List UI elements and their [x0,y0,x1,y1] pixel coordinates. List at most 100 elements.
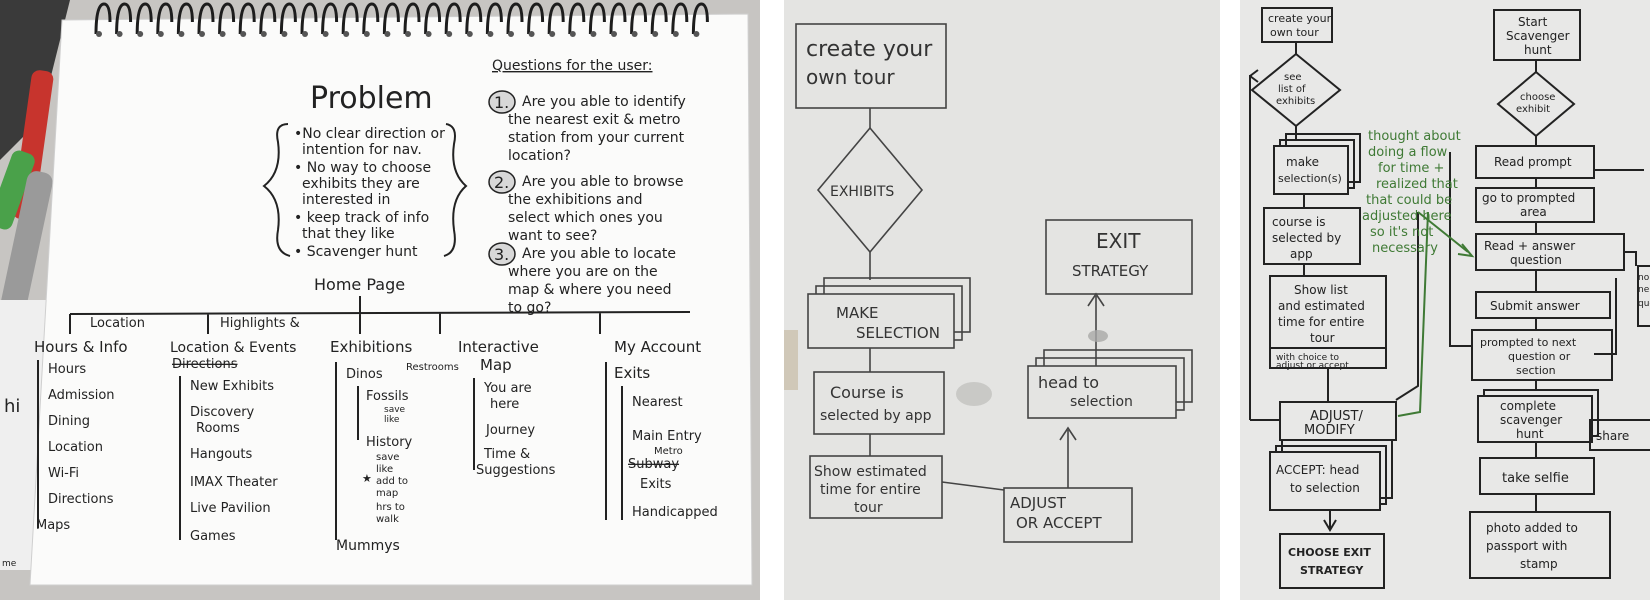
spiral-hole [466,31,473,37]
spiral-hole [631,31,638,37]
wb-exit: EXIT [1096,229,1141,253]
flow-right-complete: hunt [1516,427,1544,441]
sitemap-item: IMAX Theater [190,475,278,490]
sitemap-item: Mummys [336,538,400,554]
spiral-ring [176,2,194,35]
spiral-hole [672,31,679,37]
flow-right-complete: scavenger [1500,413,1562,427]
flow-left-show: Show list [1294,283,1348,297]
spiral-ring [197,2,215,35]
sitemap-col5-title: My Account [614,338,701,356]
flow-right-goto: area [1520,205,1547,219]
question-number: 1. [494,93,509,112]
spiral-ring [650,2,668,35]
flow-right-complete: complete [1500,399,1556,413]
sitemap-item: Time & [483,447,530,462]
sitemap-item: Exits [614,364,650,382]
flow-right-prompted: question or [1508,350,1571,363]
spiral-ring [444,2,462,35]
sitemap-item: You are [483,381,532,396]
sitemap-item: Hangouts [190,447,253,462]
spiral-ring [465,2,483,35]
spiral-hole [178,31,185,37]
flow-left-course: selected by [1272,231,1341,245]
flow-left-choice: with choice to [1276,353,1339,363]
sitemap-item: History [366,435,413,450]
question-line: the nearest exit & metro [508,112,680,128]
problem-bullet: interested in [302,192,390,208]
flow-left-decision: exhibits [1276,96,1315,107]
flow-left-course: course is [1272,215,1326,229]
flow-right-photo: stamp [1520,557,1558,571]
flow-left-course: app [1290,247,1313,261]
question-line: map & where you need [508,282,672,298]
spiral-ring [135,2,153,35]
spiral-ring [321,2,339,35]
sitemap-item: Fossils [366,389,409,404]
spiral-binding [94,2,709,37]
spiral-ring [362,2,380,35]
spiral-hole [281,31,288,37]
flow-right-edge: no [1638,273,1650,283]
spiral-ring [485,2,503,35]
spiral-ring [630,2,648,35]
sitemap-item: like [384,415,400,425]
question-line: location? [508,148,571,164]
spiral-ring [238,2,256,35]
question-line: Are you able to locate [522,246,676,262]
sitemap-col3-title: Exhibitions [330,338,412,356]
notebook-photo: Problem •No clear direction or intention… [0,0,760,600]
flow-right-answer: question [1510,253,1562,267]
problem-bullet: • No way to choose [294,160,431,176]
question-line: the exhibitions and [508,192,643,208]
spiral-hole [508,31,514,37]
sitemap-item: Wi-Fi [48,466,79,481]
problem-bullet: intention for nav. [302,142,422,158]
spiral-ring [218,2,236,35]
flow-note: for time + [1378,161,1444,176]
sitemap-item: Rooms [196,421,240,436]
flow-left-accept: to selection [1290,481,1360,495]
question-line: want to see? [508,228,597,244]
spiral-ring [300,2,318,35]
whiteboard-flow: create your own tour EXHIBITS MAKE SELEC… [784,0,1220,600]
sitemap-item: Metro [654,446,683,457]
flowchart-photo: thought about doing a flow for time + re… [1240,0,1650,600]
spiral-ring [527,2,545,35]
spiral-hole [260,31,267,37]
flow-left-decision: see [1284,72,1302,83]
sitemap-col1-above: Location [90,316,145,331]
spiral-ring [279,2,297,35]
spiral-ring [382,2,400,35]
spiral-ring [506,2,524,35]
sitemap-item: here [490,397,519,412]
question-line: station from your current [508,130,685,146]
flow-right-edge: quest [1638,299,1650,309]
spiral-hole [652,31,659,37]
spiral-hole [446,31,453,37]
flow-left-start: create your [1268,12,1332,25]
flow-left-adjust: ADJUST/ [1310,409,1363,424]
wb-make: MAKE [836,304,879,322]
wb-make: SELECTION [856,324,940,342]
spiral-hole [343,31,350,37]
wb-exit: STRATEGY [1072,262,1149,280]
flow-note: so it's not [1370,225,1433,240]
flow-left-show: tour [1310,331,1335,345]
star-icon: ★ [362,472,372,485]
spiral-ring [588,2,606,35]
question-line: Are you able to identify [522,94,686,110]
sitemap-item: Main Entry [632,429,702,444]
spiral-hole [96,31,102,37]
sitemap-col1-title: Hours & Info [34,338,128,356]
wb-decision: EXHIBITS [830,184,894,200]
flow-right-submit: Submit answer [1490,299,1580,313]
flow-right-decision: exhibit [1516,104,1550,115]
flow-left-make: selection(s) [1278,172,1342,185]
sitemap-item: Dinos [346,367,383,382]
problem-bullet: •No clear direction or [294,126,445,142]
notebook-sketch: Problem •No clear direction or intention… [0,0,760,600]
spiral-ring [156,2,174,35]
flow-left-decision: list of [1278,84,1306,95]
flow-left-show: time for entire [1278,315,1364,329]
